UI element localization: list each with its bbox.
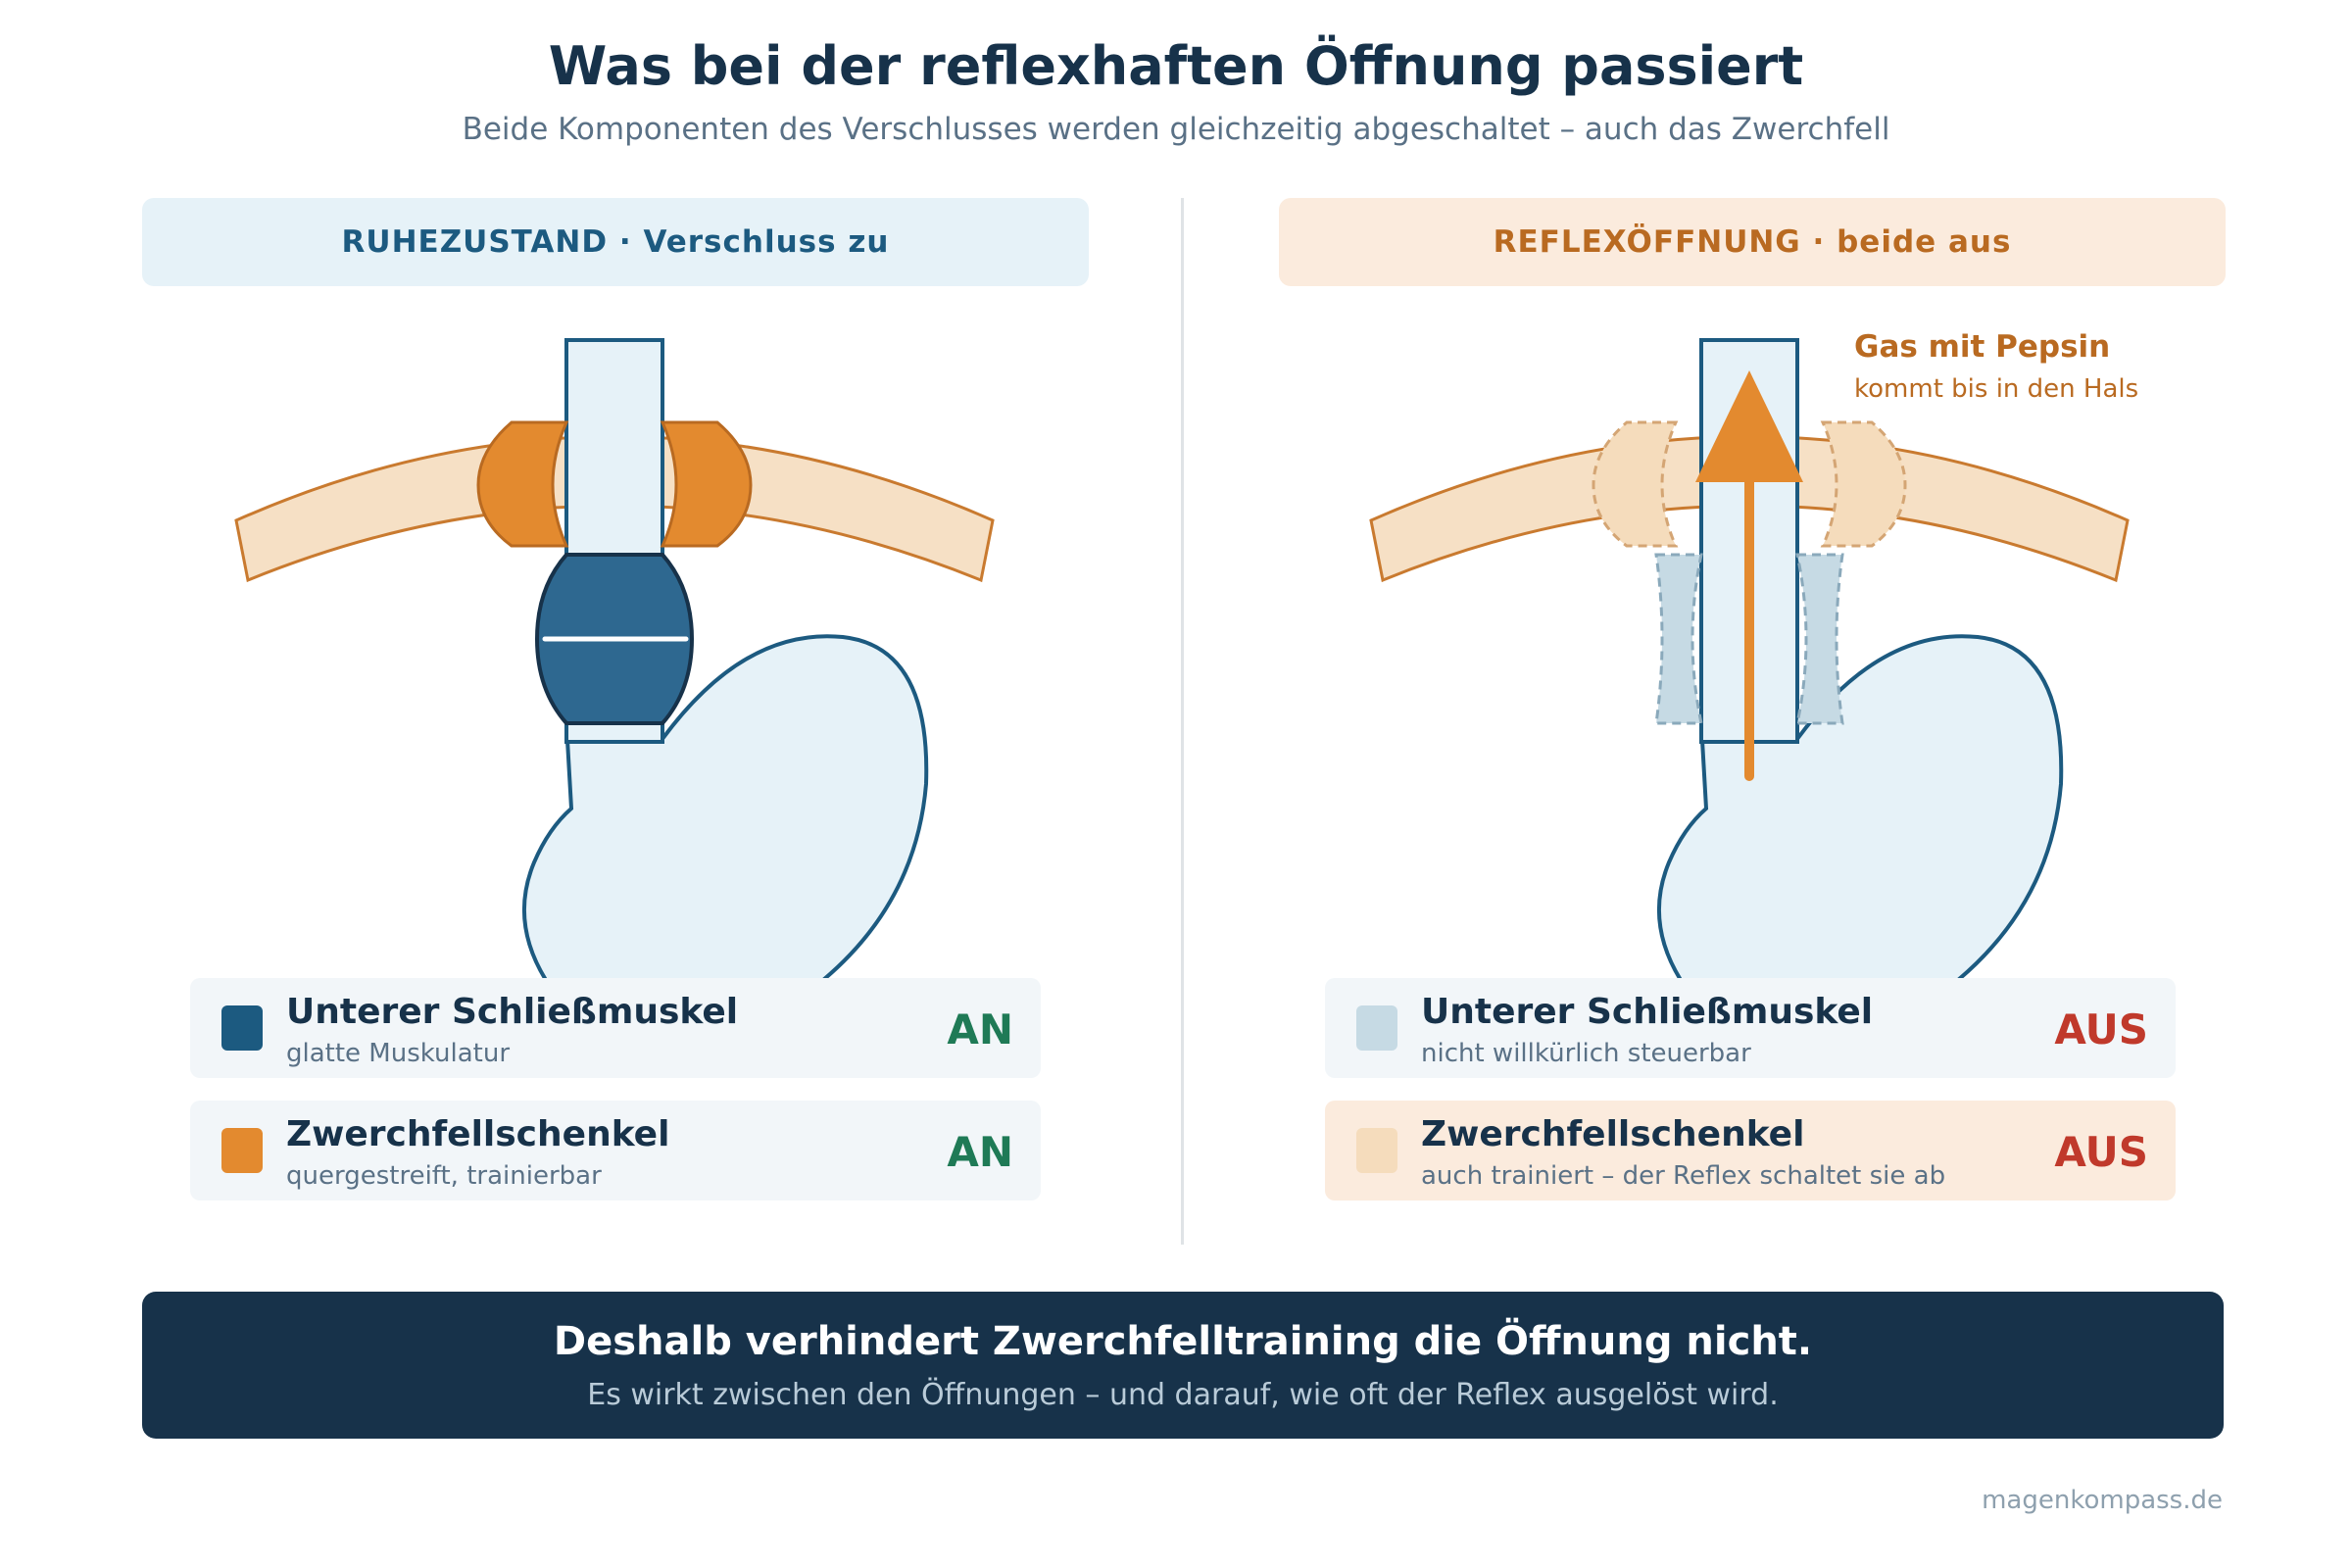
card-desc: quergestreift, trainierbar <box>286 1161 602 1191</box>
sphincter-off-swatch <box>1356 1005 1397 1051</box>
panel-divider <box>1181 198 1184 1245</box>
conclusion-subtitle: Es wirkt zwischen den Öffnungen – und da… <box>587 1378 1779 1412</box>
card-name: Unterer Schließmuskel <box>286 992 739 1032</box>
sphincter-swatch <box>221 1005 263 1051</box>
reflux-arrow-head <box>1695 370 1803 482</box>
status-badge: AUS <box>2054 1005 2148 1054</box>
right-card-sphincter: Unterer Schließmuskel nicht willkürlich … <box>1325 978 2176 1078</box>
left-card-diaphragm: Zwerchfellschenkel quergestreift, traini… <box>190 1101 1041 1200</box>
right-card-diaphragm: Zwerchfellschenkel auch trainiert – der … <box>1325 1101 2176 1200</box>
card-desc: glatte Muskulatur <box>286 1039 511 1068</box>
right-stomach <box>1656 634 2064 980</box>
conclusion-banner: Deshalb verhindert Zwerchfelltraining di… <box>142 1292 2224 1439</box>
right-crus-right-off <box>1820 420 1907 548</box>
anatomy-diagram: Gas mit Pepsin kommt bis in den Hals <box>234 329 2138 980</box>
page-title: Was bei der reflexhaften Öffnung passier… <box>548 35 1804 97</box>
diaphragm-swatch <box>221 1128 263 1173</box>
left-stomach <box>521 634 929 980</box>
conclusion-title: Deshalb verhindert Zwerchfelltraining di… <box>553 1319 1813 1364</box>
card-name: Unterer Schließmuskel <box>1421 992 1874 1032</box>
right-crus-left-off <box>1592 420 1679 548</box>
left-crus-left <box>476 420 569 548</box>
left-panel-header: RUHEZUSTAND · Verschluss zu <box>142 198 1089 286</box>
status-badge: AN <box>947 1128 1013 1176</box>
left-diaphragm-arc <box>234 435 995 583</box>
left-card-sphincter: Unterer Schließmuskel glatte Muskulatur … <box>190 978 1041 1078</box>
right-sphincter-left-off <box>1654 553 1703 725</box>
card-desc: nicht willkürlich steuerbar <box>1421 1039 1751 1068</box>
card-desc: auch trainiert – der Reflex schaltet sie… <box>1421 1161 1946 1191</box>
status-badge: AN <box>947 1005 1013 1054</box>
card-name: Zwerchfellschenkel <box>286 1114 670 1154</box>
annotation-title: Gas mit Pepsin <box>1854 329 2110 365</box>
left-diagram <box>234 338 995 980</box>
page-subtitle: Beide Komponenten des Verschlusses werde… <box>462 112 1890 147</box>
source-credit: magenkompass.de <box>1982 1486 2223 1515</box>
left-crus-right <box>660 420 753 548</box>
status-badge: AUS <box>2054 1128 2148 1176</box>
diaphragm-off-swatch <box>1356 1128 1397 1173</box>
right-diagram: Gas mit Pepsin kommt bis in den Hals <box>1369 329 2138 980</box>
right-sphincter-right-off <box>1795 553 1844 725</box>
right-panel-header: REFLEXÖFFNUNG · beide aus <box>1279 198 2226 286</box>
card-name: Zwerchfellschenkel <box>1421 1114 1805 1154</box>
annotation-subtitle: kommt bis in den Hals <box>1854 374 2138 404</box>
